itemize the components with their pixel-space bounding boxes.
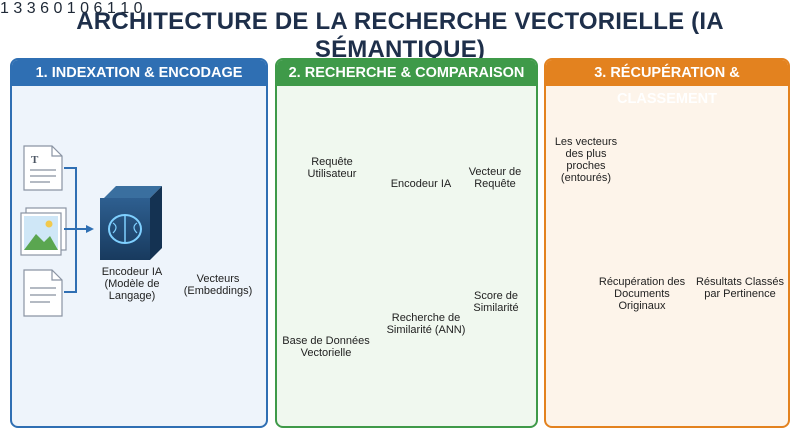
document-icon	[23, 269, 63, 317]
nearest-vectors-label: Les vecteurs des plus proches (entourés)	[554, 136, 618, 184]
vectors-to-database-arrow: 1 0 6 1 1 0	[66, 0, 784, 359]
panel-recherche: 2. RECHERCHE & COMPARAISON	[275, 58, 538, 428]
retrieval-label: Récupération des Documents Originaux	[598, 276, 686, 312]
results-label: Résultats Classés par Pertinence	[695, 276, 785, 300]
score-cube-icon: 1	[106, 0, 116, 17]
similarity-search-label: Recherche de Similarité (ANN)	[386, 312, 466, 336]
brain-chip-icon	[100, 186, 162, 260]
query-vector-cube-icon: 1 0 6	[66, 0, 103, 17]
similarity-to-score-arrow: 1 1 0 Encodeur IA (Modèle	[102, 0, 784, 359]
query-vector-to-score-arrow: 1 1 0 Encodeur IA (Modèle	[102, 0, 784, 359]
text-document-icon: T	[23, 145, 63, 191]
query-vector-label: Vecteur de Requête	[468, 166, 522, 190]
encoder-label-recherche: Encodeur IA	[390, 178, 452, 190]
encoder-to-query-vector-arrow: 1 0 6 1 1 0	[66, 0, 784, 359]
score-label: Score de Similarité	[473, 290, 519, 314]
encoder-label-indexation: Encodeur IA (Modèle de Langage)	[101, 266, 163, 302]
encoder-to-vectors-arrow: 1 3 3 6 0 1 0 6	[0, 0, 784, 359]
nearest-vector-cubes: 1 0	[120, 0, 143, 17]
panel-indexation-header: 1. INDEXATION & ENCODAGE	[12, 60, 266, 86]
panel-recherche-header: 2. RECHERCHE & COMPARAISON	[277, 60, 536, 86]
similarity-node: 1 1 0 Encodeur IA (Modèle	[102, 0, 784, 359]
panel-recuperation: 3. RÉCUPÉRATION & CLASSEMENT	[544, 58, 790, 428]
query-label: Requête Utilisateur	[307, 156, 357, 180]
page-title: ARCHITECTURE DE LA RECHERCHE VECTORIELLE…	[76, 8, 724, 63]
search-to-retrieval-arrow: 1 0 Encodeur IA (Modèle de Langage) Vect…	[102, 0, 784, 359]
vectors-label: Vecteurs (Embeddings)	[183, 273, 253, 297]
svg-text:T: T	[31, 154, 39, 166]
database-label: Base de Données Vectorielle	[282, 335, 370, 359]
query-to-encoder-arrow: 1 0 6 1 1 0	[66, 0, 784, 359]
panel-recuperation-header: 3. RÉCUPÉRATION & CLASSEMENT	[546, 60, 788, 107]
vector-cube-icon: 1 3 3 6 0	[0, 0, 63, 17]
nearest-vectors-ellipse: 1 0 Encodeur IA (Modèle de Langage) Vect…	[102, 0, 784, 359]
image-document-icon	[20, 207, 67, 256]
documents-to-encoder-arrow	[64, 167, 94, 293]
